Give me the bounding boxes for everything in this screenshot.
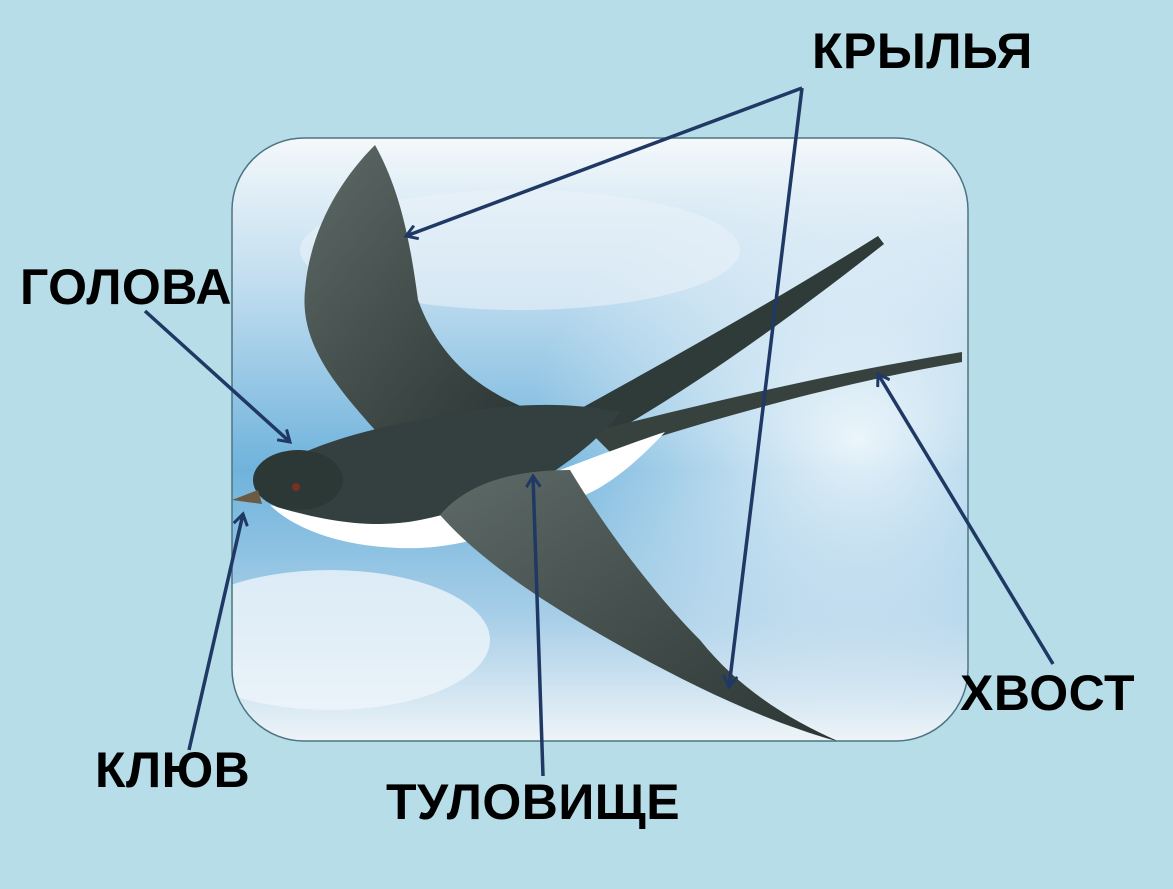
label-head: ГОЛОВА xyxy=(20,262,232,312)
label-body: ТУЛОВИЩЕ xyxy=(386,777,680,827)
bird-eye xyxy=(292,483,300,491)
bird-head xyxy=(253,450,343,510)
label-wings: КРЫЛЬЯ xyxy=(812,26,1033,76)
cloud xyxy=(170,570,490,710)
label-tail: ХВОСТ xyxy=(960,668,1135,718)
label-beak: КЛЮВ xyxy=(95,745,250,795)
